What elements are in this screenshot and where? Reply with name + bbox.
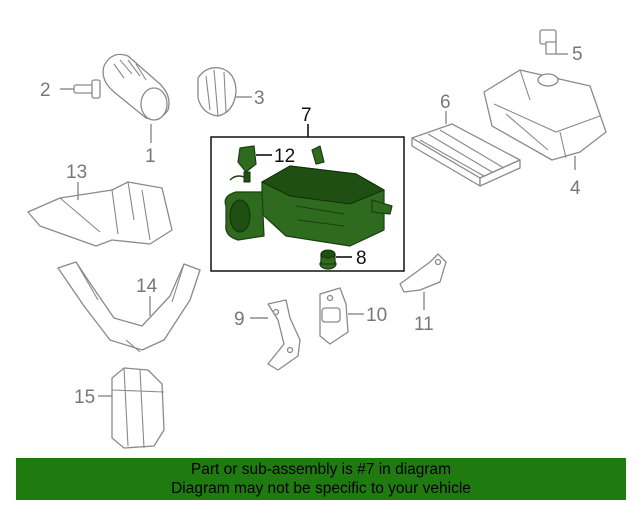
part-1-intake-hose[interactable] [102, 53, 170, 121]
callout-11: 11 [414, 314, 434, 335]
part-8-grommet[interactable] [319, 249, 337, 270]
callout-5: 5 [572, 44, 583, 65]
callout-14: 14 [136, 276, 158, 297]
callout-9: 9 [234, 309, 245, 330]
part-10-mount-bracket[interactable] [319, 287, 349, 345]
callout-13: 13 [66, 162, 87, 183]
part-15-resonator-box[interactable] [111, 367, 165, 449]
callout-4: 4 [570, 178, 581, 199]
part-14-lower-duct[interactable] [57, 261, 201, 353]
callout-7: 7 [301, 105, 312, 126]
callout-12: 12 [274, 146, 295, 167]
callout-10: 10 [366, 305, 387, 326]
info-banner-line-1: Part or sub-assembly is #7 in diagram [190, 461, 452, 478]
part-11-small-bracket[interactable] [399, 253, 447, 293]
part-7-air-cleaner-housing[interactable] [224, 145, 393, 247]
callout-1: 1 [145, 146, 156, 167]
callout-15: 15 [74, 387, 95, 408]
part-5-sensor[interactable] [539, 29, 557, 55]
exploded-parts-diagram: 2 1 3 5 4 6 7 [27, 29, 607, 449]
part-6-filter-element[interactable] [411, 123, 521, 187]
part-13-intake-duct[interactable] [27, 181, 173, 247]
part-4-air-cleaner-cover[interactable] [483, 69, 607, 161]
info-banner: Part or sub-assembly is #7 in diagram Di… [16, 458, 626, 500]
part-3-resonator-cap[interactable] [197, 67, 237, 117]
callout-2: 2 [40, 80, 51, 101]
part-9-bracket[interactable] [267, 299, 301, 371]
info-banner-line-2: Diagram may not be specific to your vehi… [171, 480, 471, 497]
callout-8: 8 [356, 248, 367, 269]
callout-6: 6 [440, 92, 451, 113]
callout-3: 3 [254, 88, 265, 109]
part-12-housing-sensor[interactable] [237, 145, 257, 183]
part-2-bolt[interactable] [73, 79, 101, 99]
